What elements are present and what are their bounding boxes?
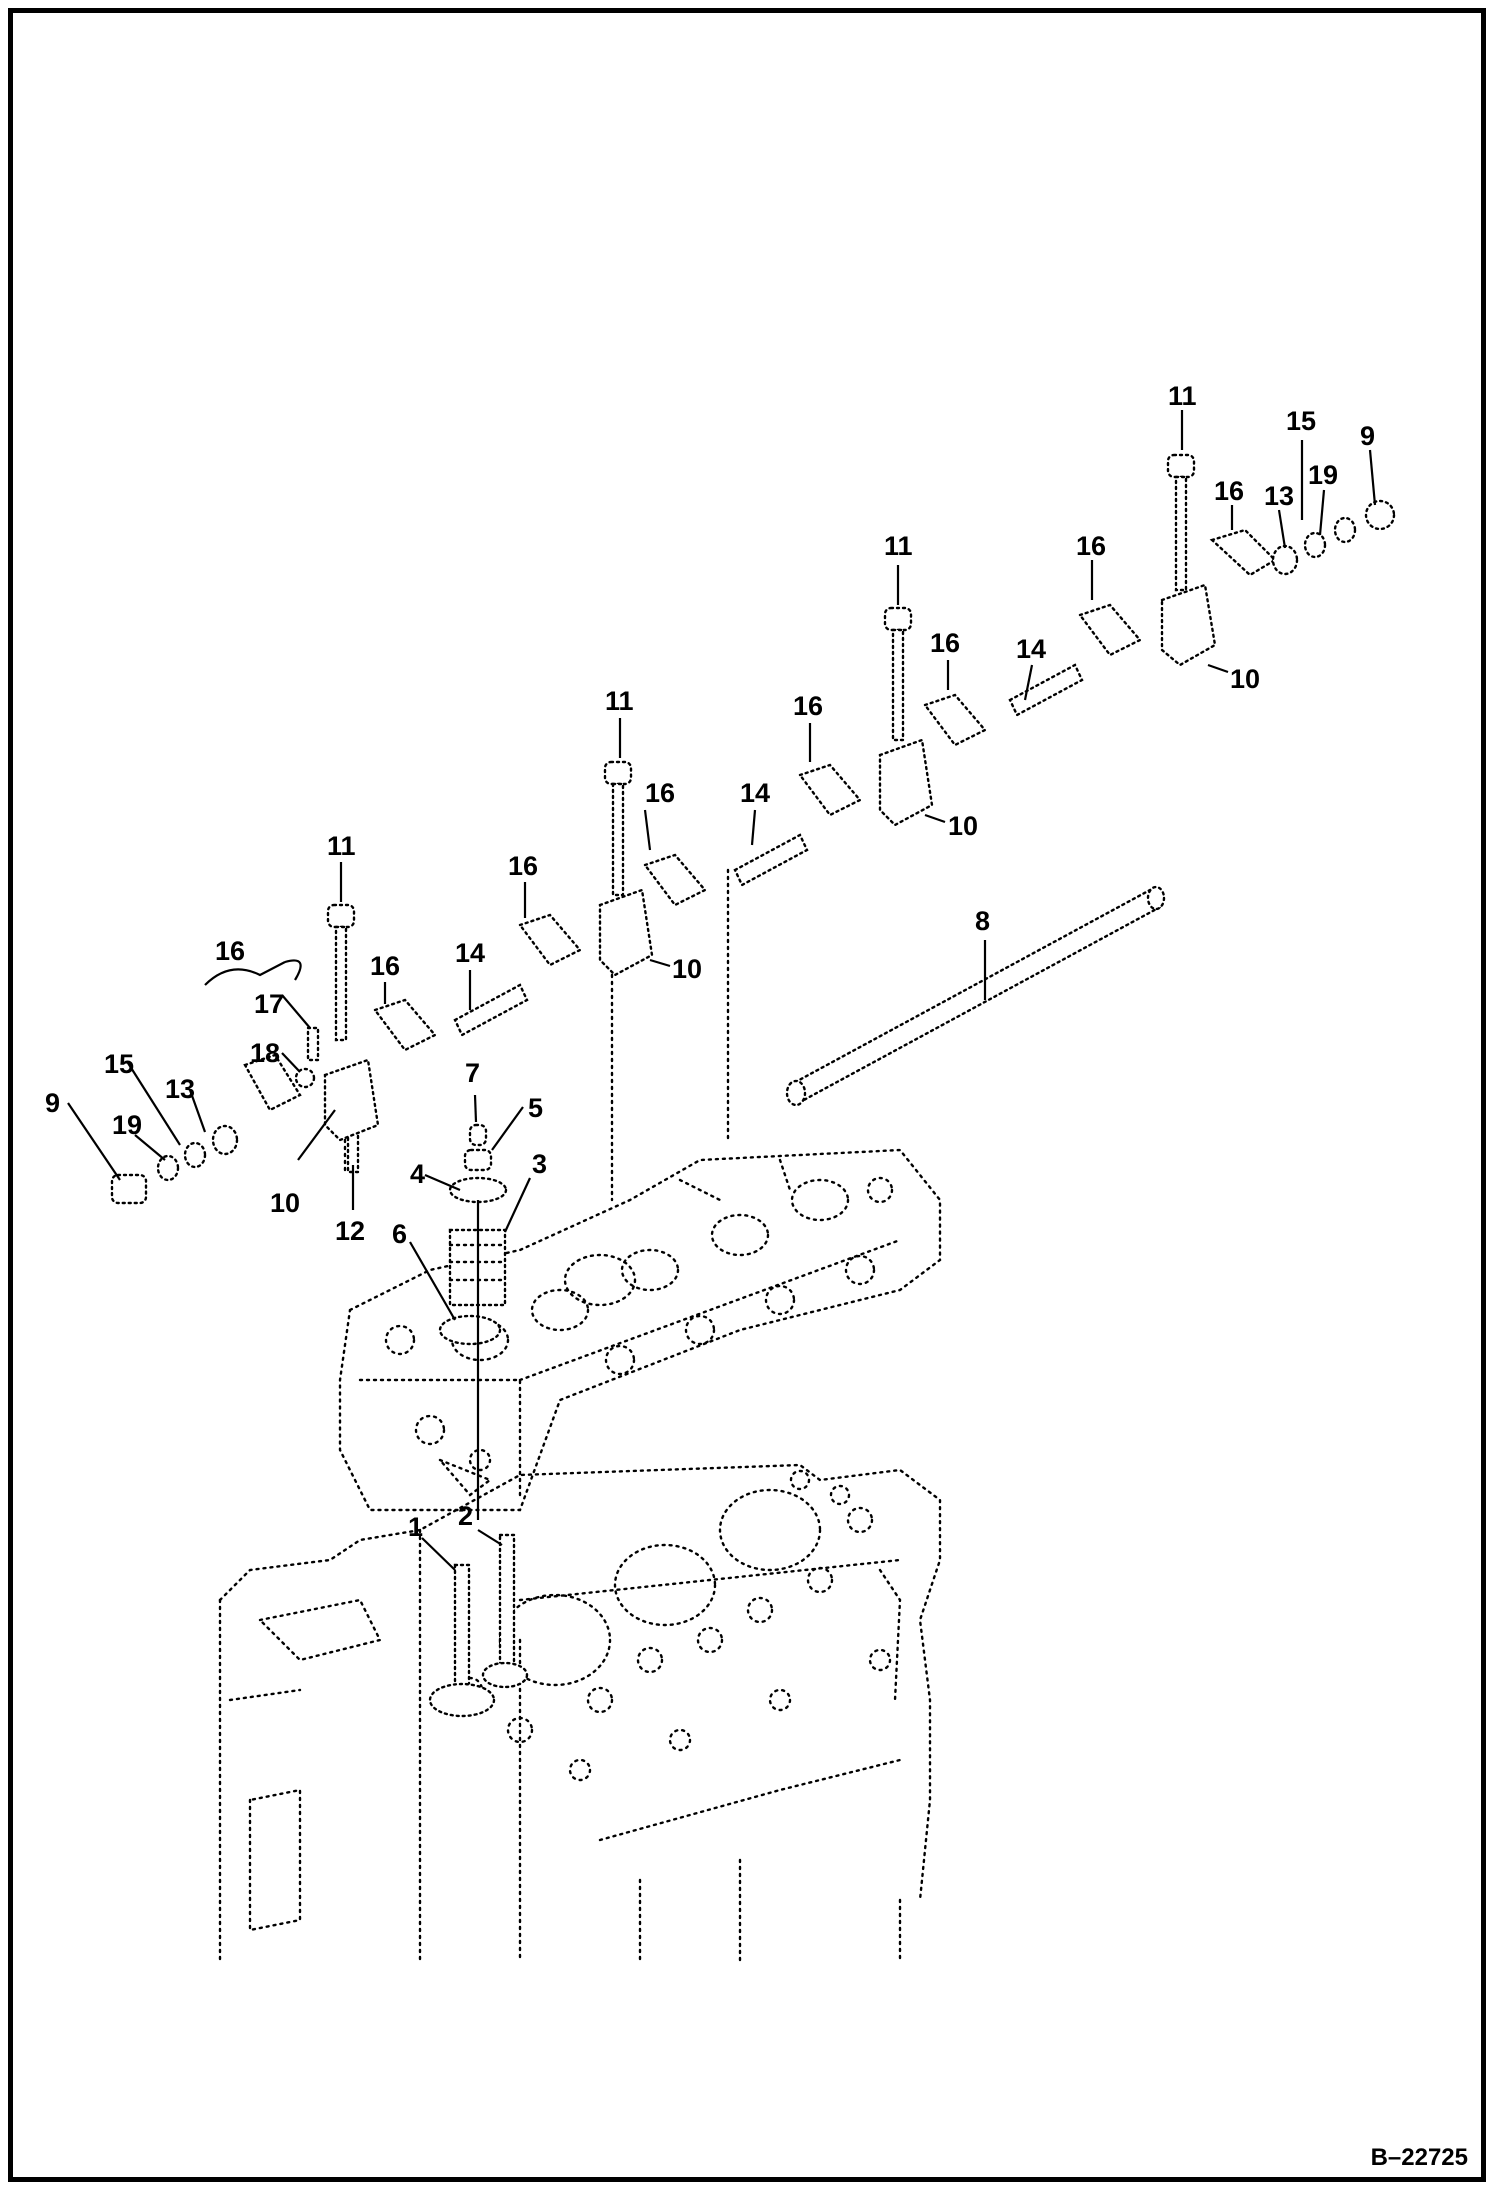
leader-lines	[67, 410, 1377, 1571]
callout-label: 7	[465, 1058, 480, 1088]
engine-block	[218, 1463, 942, 1962]
callout-label: 10	[270, 1188, 300, 1218]
callout-label: 18	[250, 1038, 280, 1068]
callout-label: 19	[112, 1110, 142, 1140]
callout-labels: 11 15 9 16 13 19 11 16 16 14 10 11 16 16…	[45, 381, 1375, 1542]
callout-label: 2	[458, 1501, 473, 1531]
callout-label: 15	[1286, 406, 1316, 436]
callout-label: 11	[884, 531, 913, 561]
callout-label: 16	[930, 628, 960, 658]
rocker-assemblies	[110, 453, 1396, 1205]
callout-label: 13	[1264, 481, 1294, 511]
callout-label: 16	[1214, 476, 1244, 506]
callout-label: 16	[508, 851, 538, 881]
callout-label: 16	[215, 936, 245, 966]
callout-label: 11	[327, 831, 356, 861]
callout-label: 5	[528, 1093, 543, 1123]
callout-label: 3	[532, 1149, 547, 1179]
callout-label: 10	[1230, 664, 1260, 694]
callout-label: 16	[1076, 531, 1106, 561]
figure-reference: B–22725	[1370, 2144, 1468, 2171]
callout-label: 19	[1308, 460, 1338, 490]
callout-label: 9	[1360, 421, 1375, 451]
valve-assembly	[438, 1123, 508, 1520]
callout-label: 14	[740, 778, 770, 808]
callout-label: 16	[370, 951, 400, 981]
callout-label: 10	[672, 954, 702, 984]
callout-label: 15	[104, 1049, 134, 1079]
callout-label: 14	[1016, 634, 1046, 664]
figure-border	[8, 8, 1486, 2182]
callout-label: 10	[948, 811, 978, 841]
callout-label: 14	[455, 938, 485, 968]
callout-label: 16	[793, 691, 823, 721]
cylinder-head	[338, 1148, 942, 1512]
callout-label: 11	[1168, 381, 1197, 411]
callout-label: 17	[254, 989, 284, 1019]
callout-label: 1	[408, 1512, 423, 1542]
callout-label: 13	[165, 1074, 195, 1104]
push-rods	[428, 1533, 529, 1718]
callout-label: 4	[410, 1159, 425, 1189]
callout-label: 16	[645, 778, 675, 808]
rocker-shaft	[785, 885, 1166, 1107]
callout-label: 6	[392, 1219, 407, 1249]
callout-label: 12	[335, 1216, 365, 1246]
callout-label: 8	[975, 906, 990, 936]
callout-label: 9	[45, 1088, 60, 1118]
callout-label: 11	[605, 686, 634, 716]
